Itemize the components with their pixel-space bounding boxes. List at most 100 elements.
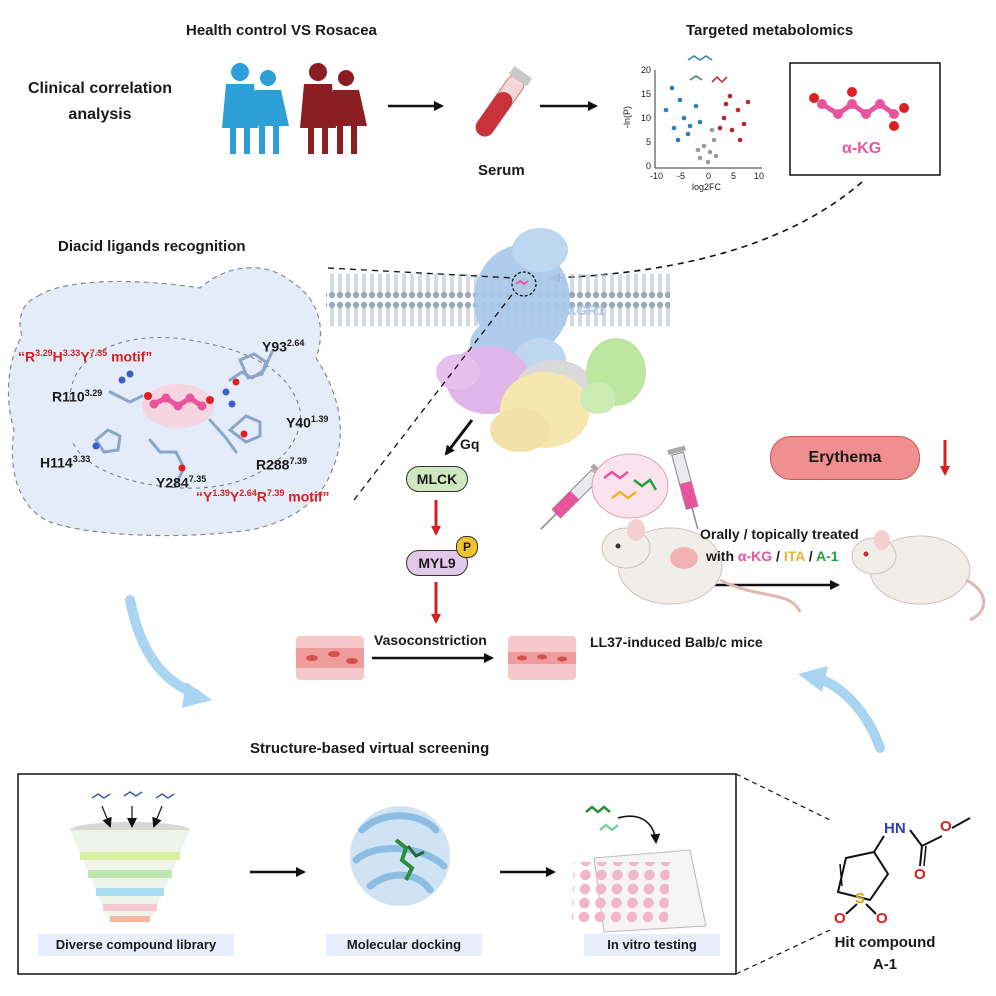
step-library-label: Diverse compound library [38, 934, 234, 956]
zoom-line-top [327, 267, 515, 279]
binding-site-highlight [511, 271, 537, 297]
vasoconstriction-label: Vasoconstriction [374, 632, 487, 648]
atom-s: S [855, 890, 866, 907]
volcano-point [677, 97, 683, 103]
volcano-point [697, 119, 703, 125]
diacid-title: Diacid ligands recognition [58, 238, 246, 255]
volcano-point [671, 125, 677, 131]
volcano-point [693, 103, 699, 109]
bound-ligand-icon [144, 392, 214, 411]
hit-compound-structure [836, 817, 971, 915]
volcano-point [729, 127, 735, 133]
oxgr1-receptor-complex [436, 228, 646, 452]
volcano-ytick-10: 10 [641, 113, 652, 123]
in-vitro-plate-icon [571, 805, 707, 933]
volcano-ytick-5: 5 [646, 137, 652, 147]
akg-molecule-box [789, 62, 941, 176]
rosacea-people-icon [300, 63, 367, 154]
volcano-xtick-10: 10 [754, 171, 765, 181]
arrow-receptor-to-mlck [444, 419, 474, 456]
compound-funnel-icon [70, 791, 190, 922]
volcano-point [709, 127, 715, 133]
volcano-point [707, 149, 713, 155]
volcano-point [669, 85, 675, 91]
clinical-analysis-line2: analysis [68, 106, 132, 123]
metabolite-molecule-icons [687, 55, 728, 84]
residue-y284: Y2847.35 [156, 474, 207, 491]
volcano-xtick-m10: -10 [650, 171, 664, 181]
curved-arrow-to-screening [125, 595, 201, 699]
volcano-ytick-0: 0 [646, 161, 652, 171]
residue-y40: Y401.39 [286, 414, 329, 431]
targeted-metabolomics-title: Targeted metabolomics [686, 22, 854, 39]
volcano-point [717, 125, 723, 131]
residue-atoms [92, 370, 248, 472]
residue-r110: R1103.29 [52, 388, 103, 405]
step-docking-label: Molecular docking [326, 934, 482, 956]
screening-title: Structure-based virtual screening [250, 740, 490, 757]
atom-o-carbonyl: O [914, 866, 926, 883]
syringe-right-icon [667, 445, 699, 530]
volcano-point [713, 153, 719, 159]
volcano-point [697, 155, 703, 161]
volcano-xtick-5: 5 [731, 171, 737, 181]
akg-molecule-icon [809, 87, 909, 131]
mlck-node: MLCK [406, 466, 468, 492]
akg-box-label: α-KG [842, 140, 882, 157]
treated-line1: Orally / topically treated [700, 526, 859, 542]
motif-rhy: “R3.29H3.33Y7.35 motif” [18, 348, 153, 365]
atom-so-right: O [876, 910, 888, 927]
residue-r288: R2887.39 [256, 456, 307, 473]
serum-label: Serum [478, 162, 525, 179]
volcano-point [723, 101, 729, 107]
mouse-treated-left-icon [601, 519, 802, 613]
motif-yyr: “Y1.39Y2.64R7.39 motif” [196, 488, 330, 505]
volcano-xtick-0: 0 [706, 171, 712, 181]
volcano-point [687, 123, 693, 129]
volcano-point [705, 159, 711, 165]
volcano-plot [654, 55, 762, 169]
curved-arrow-to-mice [813, 673, 885, 753]
volcano-xlabel: log2FC [692, 182, 722, 192]
atom-o-methoxy: O [940, 818, 952, 835]
hit-compound-name: A-1 [872, 956, 898, 973]
volcano-point [727, 93, 733, 99]
treated-line2: with α-KG / ITA / A-1 [706, 548, 839, 564]
atom-so-left: O [834, 910, 846, 927]
blood-vessel-after-icon [508, 636, 576, 680]
gq-label: Gq [460, 436, 480, 452]
hit-compound-label: Hit compound [834, 934, 936, 951]
volcano-point [675, 137, 681, 143]
erythema-badge: Erythema [770, 436, 920, 480]
volcano-point [695, 147, 701, 153]
dashed-arrow-akg-to-receptor [550, 181, 863, 283]
mouse-healthy-right-icon [851, 530, 986, 622]
volcano-point [737, 137, 743, 143]
mice-label: LL37-induced Balb/c mice [590, 634, 763, 650]
volcano-point [681, 115, 687, 121]
residue-h114: H1143.33 [40, 454, 91, 471]
compounds-bubble-icon [591, 453, 669, 519]
health-vs-rosacea-title: Health control VS Rosacea [186, 22, 377, 39]
volcano-ylabel: -ln(P) [622, 106, 632, 128]
volcano-point [701, 143, 707, 149]
volcano-xtick-m5: -5 [677, 171, 686, 181]
serum-tube-icon [475, 66, 532, 137]
phospho-badge: P [456, 536, 478, 558]
residue-side-chains [94, 350, 274, 486]
residue-y93: Y932.64 [262, 338, 305, 355]
oxgr1-label: OXGR1 [556, 302, 606, 318]
volcano-point [745, 99, 751, 105]
docked-protein-icon [350, 806, 450, 906]
clinical-analysis-line1: Clinical correlation [27, 80, 173, 97]
atom-nh: HN [884, 820, 906, 837]
volcano-point [721, 115, 727, 121]
volcano-ytick-20: 20 [641, 65, 652, 75]
step-testing-label: In vitro testing [584, 934, 720, 956]
volcano-point [741, 121, 747, 127]
blood-vessel-before-icon [296, 636, 364, 680]
volcano-point [711, 137, 717, 143]
volcano-ytick-15: 15 [641, 89, 652, 99]
volcano-point [685, 131, 691, 137]
